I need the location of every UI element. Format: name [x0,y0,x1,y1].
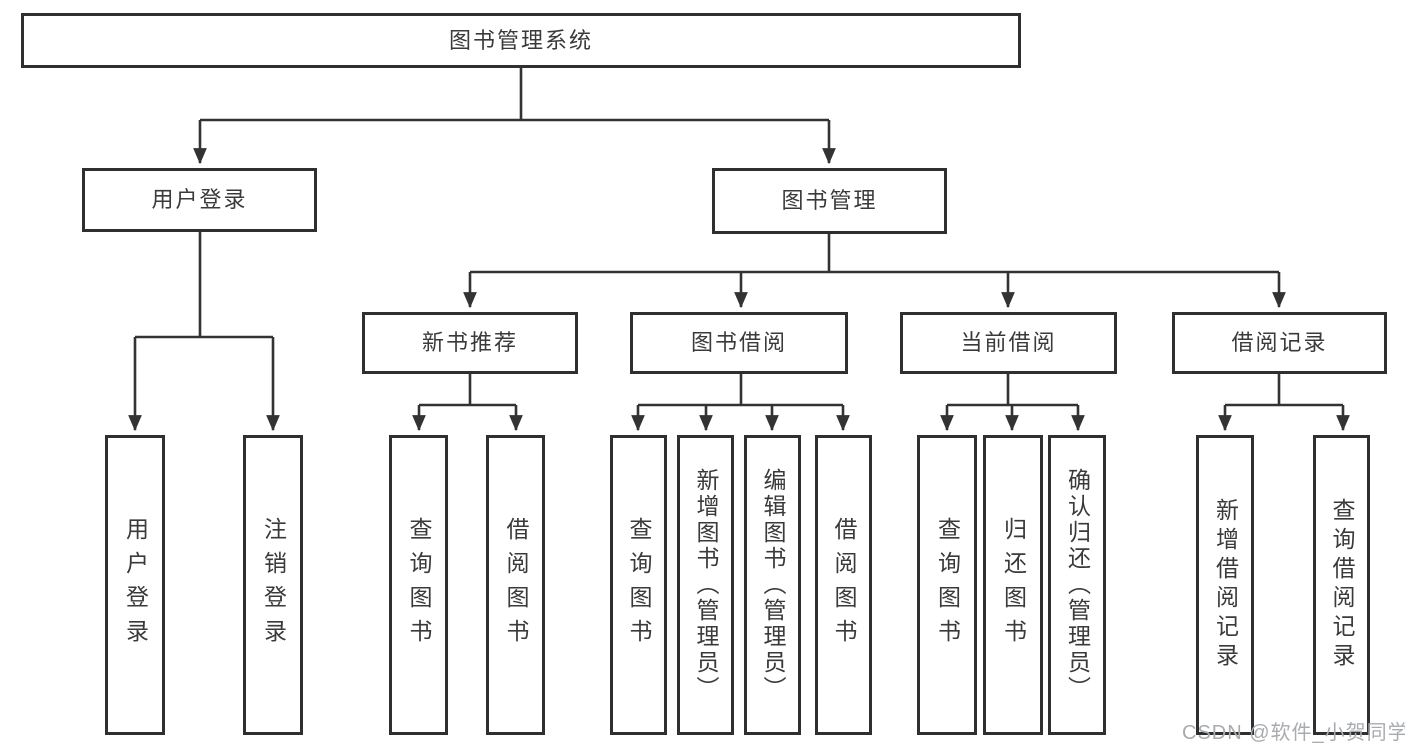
node-label: 图书管理 [781,188,878,213]
leaf-label: 查询图书 [626,517,652,653]
node-label: 图书管理系统 [448,27,593,53]
node-label: 用户登录 [151,187,248,212]
leaf-logout: 注销登录 [243,435,303,735]
leaf-label: 查询图书 [934,517,961,653]
leaf-edit-book-admin: 编辑图书（管理员） [744,435,801,735]
node-user-login: 用户登录 [82,168,317,232]
leaf-query-books-2: 查询图书 [610,435,667,735]
node-label: 当前借阅 [960,330,1057,355]
leaf-query-books-3: 查询图书 [917,435,977,735]
leaf-label: 用户登录 [122,517,149,653]
node-book-management: 图书管理 [712,168,947,234]
node-label: 图书借阅 [690,330,787,355]
leaf-borrow-books-2: 借阅图书 [815,435,872,735]
leaf-label: 新增借阅记录 [1212,498,1239,672]
node-new-book-recommendation: 新书推荐 [362,312,578,374]
leaf-add-book-admin: 新增图书（管理员） [677,435,734,735]
node-label: 新书推荐 [421,330,518,355]
node-library-management-system: 图书管理系统 [21,13,1021,68]
leaf-label: 借阅图书 [503,517,529,653]
leaf-label: 归还图书 [1000,517,1027,653]
leaf-query-books: 查询图书 [389,435,448,735]
node-borrowing-records: 借阅记录 [1172,312,1387,374]
leaf-query-borrow-record: 查询借阅记录 [1313,435,1370,735]
leaf-borrow-books: 借阅图书 [486,435,545,735]
leaf-label: 注销登录 [260,517,287,653]
leaf-label: 编辑图书（管理员） [760,468,786,702]
leaf-label: 查询图书 [406,517,432,653]
leaf-label: 确认归还（管理员） [1064,468,1091,702]
leaf-label: 新增图书（管理员） [693,468,719,702]
csdn-watermark: CSDN @软件_小贺同学 [1182,722,1405,744]
leaf-add-borrow-record: 新增借阅记录 [1196,435,1254,735]
leaf-user-login: 用户登录 [105,435,165,735]
leaf-label: 借阅图书 [831,517,857,653]
leaf-return-books: 归还图书 [983,435,1043,735]
leaf-confirm-return-admin: 确认归还（管理员） [1048,435,1106,735]
node-book-borrowing: 图书借阅 [630,312,848,374]
node-label: 借阅记录 [1231,330,1328,355]
node-current-borrowing: 当前借阅 [900,312,1117,374]
leaf-label: 查询借阅记录 [1329,498,1355,672]
